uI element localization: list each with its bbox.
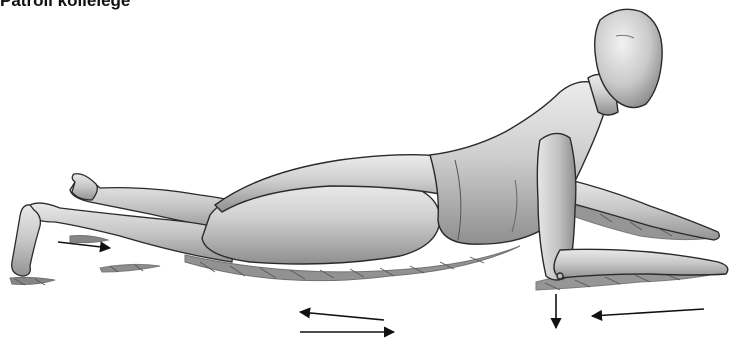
head-group — [588, 9, 662, 115]
right-arrow-left — [592, 309, 704, 316]
front-foot — [12, 205, 41, 276]
shadow-foot-front — [10, 277, 55, 284]
hips — [202, 155, 445, 264]
center-upper-arrow-left — [300, 312, 384, 320]
shadow-shin — [100, 264, 160, 272]
torso — [430, 82, 605, 244]
torso-body — [430, 82, 605, 244]
back-foot — [72, 174, 97, 200]
forearm — [554, 249, 728, 278]
elbow-joint — [557, 273, 563, 279]
shadow-foot-back — [70, 236, 108, 243]
